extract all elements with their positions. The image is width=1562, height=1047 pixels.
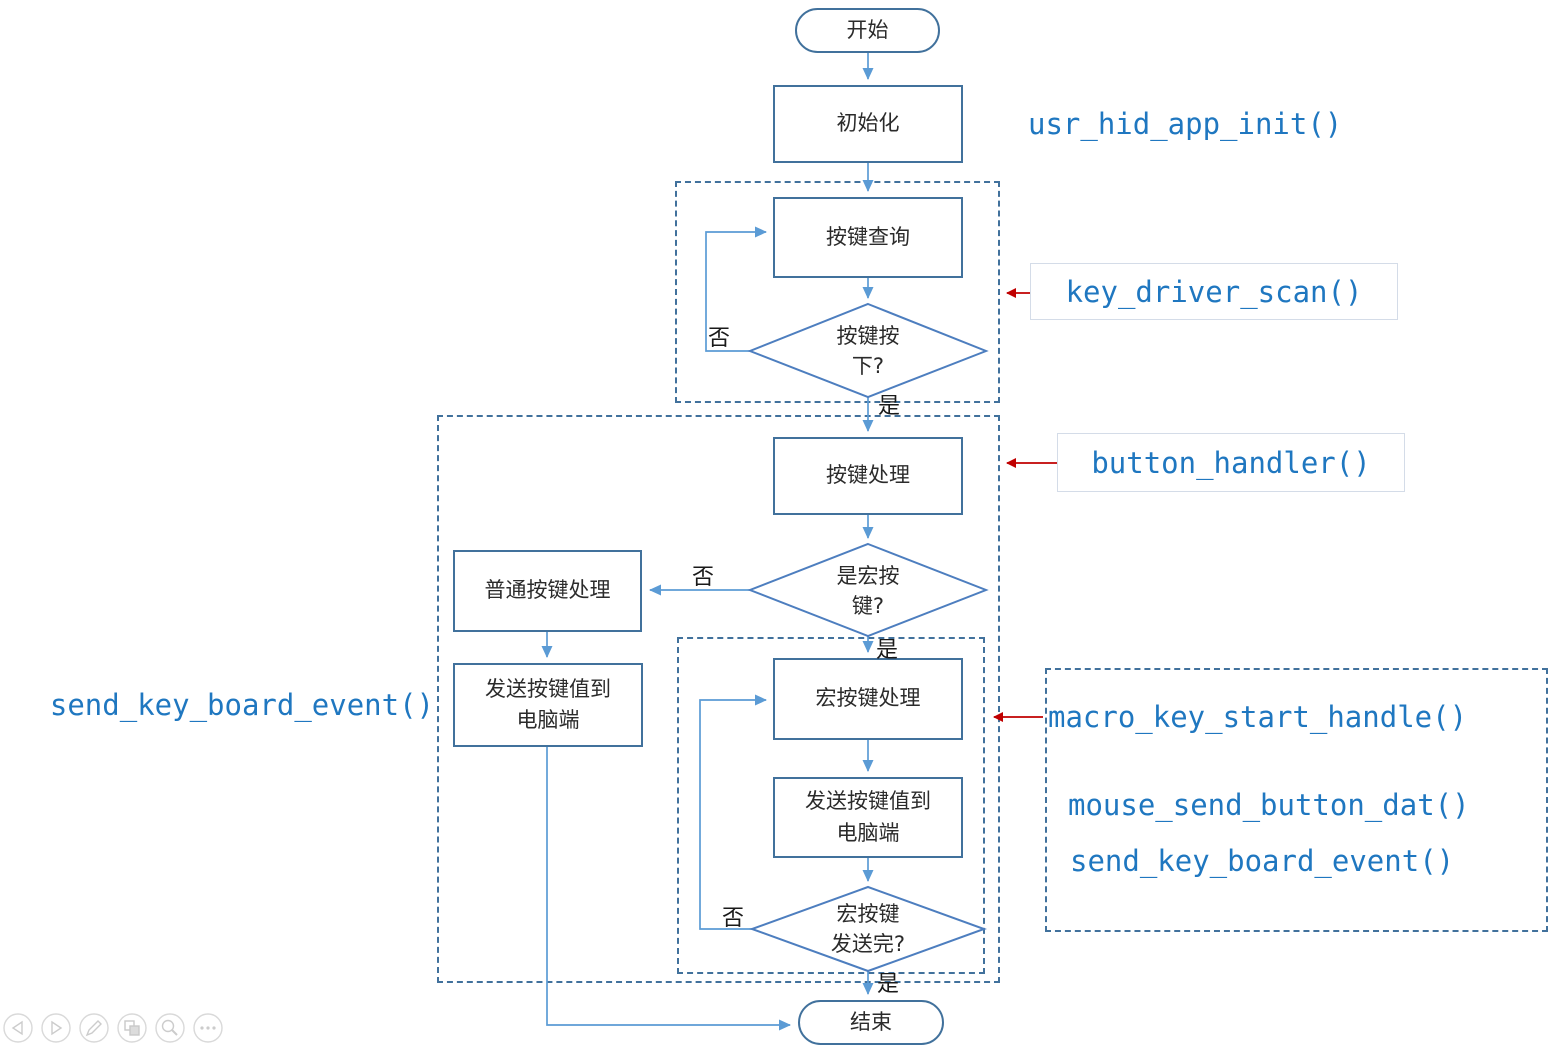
normal-key-to-end — [546, 747, 791, 1031]
key-query-box: 按键查询 — [773, 197, 963, 278]
is-macro-diamond — [747, 542, 989, 638]
loop-no-key-pressed — [705, 226, 767, 352]
is-macro-question: 是宏按 键? — [836, 563, 900, 618]
edge-label-no-1: 否 — [708, 326, 731, 351]
macro-key-process-box: 宏按键处理 — [773, 658, 963, 740]
copy-icon[interactable] — [117, 1013, 147, 1043]
send-key-to-pc-left-label: 发送按键值到 电脑端 — [485, 676, 611, 733]
edit-icon[interactable] — [79, 1013, 109, 1043]
button-handler-label: button_handler() — [1091, 445, 1371, 480]
annotation-mouse-send-button-dat: mouse_send_button_dat() — [1068, 788, 1470, 822]
send-key-to-pc-box-left: 发送按键值到 电脑端 — [453, 663, 643, 747]
loop-macro-not-done — [699, 694, 767, 930]
decision-diamonds — [747, 302, 989, 973]
edge-label-yes-3: 是 — [877, 972, 900, 997]
annotation-arrows — [993, 288, 1057, 722]
macro-functions-group-box — [1045, 668, 1548, 932]
viewer-toolbar — [3, 1013, 223, 1043]
macro-key-group-box — [677, 637, 985, 974]
macro-sent-question: 宏按键 发送完? — [830, 901, 906, 956]
macro-key-process-label: 宏按键处理 — [815, 686, 921, 711]
normal-key-process-box: 普通按键处理 — [453, 550, 642, 632]
normal-key-process-label: 普通按键处理 — [484, 578, 611, 603]
flow-arrows — [541, 53, 874, 1031]
macro-sent-diamond — [749, 885, 987, 973]
annotation-send-key-board-event-right: send_key_board_event() — [1070, 844, 1455, 878]
init-box: 初始化 — [773, 85, 963, 163]
annotation-key-driver-scan: key_driver_scan() — [1030, 263, 1398, 320]
zoom-icon[interactable] — [155, 1013, 185, 1043]
start-terminal: 开始 — [795, 8, 940, 53]
annotation-macro-key-start-handle: macro_key_start_handle() — [1048, 700, 1468, 734]
annotation-button-handler: button_handler() — [1057, 433, 1405, 492]
annotation-send-key-board-event-left: send_key_board_event() — [49, 688, 434, 722]
prev-icon[interactable] — [3, 1013, 33, 1043]
init-label: 初始化 — [836, 111, 900, 136]
edge-label-no-3: 否 — [722, 906, 745, 931]
key-pressed-question: 按键按 下? — [836, 323, 900, 378]
edge-label-yes-1: 是 — [878, 394, 901, 419]
edge-label-no-2: 否 — [692, 565, 715, 590]
annotation-usr-hid-app-init: usr_hid_app_init() — [1028, 107, 1343, 141]
key-pressed-diamond — [747, 302, 989, 399]
next-icon[interactable] — [41, 1013, 71, 1043]
edge-label-yes-2: 是 — [876, 638, 899, 663]
key-scan-group-box — [675, 181, 1000, 403]
start-label: 开始 — [846, 17, 889, 42]
more-icon[interactable] — [193, 1013, 223, 1043]
send-key-to-pc-macro-label: 发送按键值到 电脑端 — [805, 789, 931, 845]
key-query-label: 按键查询 — [826, 224, 910, 249]
button-handler-group-box — [437, 415, 1000, 983]
end-terminal: 结束 — [798, 1000, 944, 1045]
end-label: 结束 — [850, 1009, 892, 1034]
key-process-label: 按键处理 — [826, 463, 910, 488]
send-key-to-pc-box-macro: 发送按键值到 电脑端 — [773, 777, 963, 858]
key-driver-scan-label: key_driver_scan() — [1065, 274, 1363, 309]
key-process-box: 按键处理 — [773, 437, 963, 515]
